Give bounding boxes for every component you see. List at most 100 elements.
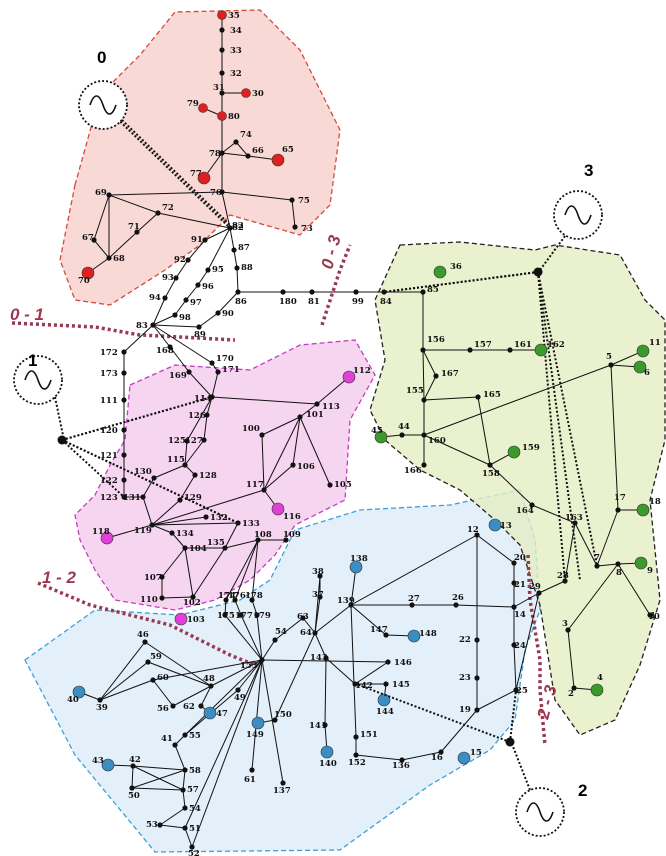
branch-line — [123, 324, 154, 353]
branch-line — [596, 509, 619, 567]
bus-number-label: 28 — [557, 571, 569, 581]
bus-node — [474, 707, 480, 713]
bus-node — [157, 822, 163, 828]
branch-line — [151, 516, 207, 526]
bus-number-label: 60 — [157, 673, 169, 683]
branch-line — [174, 744, 186, 771]
branch-line — [299, 416, 331, 486]
generator-tie-line — [509, 689, 517, 743]
branch-line — [99, 679, 154, 701]
bus-number-label: 149 — [246, 730, 264, 740]
bus-number-label: 8 — [616, 568, 622, 578]
bus-number-label: 23 — [459, 673, 471, 683]
bus-number-label: 151 — [360, 730, 378, 740]
bus-node — [182, 825, 188, 831]
bus-number-label: 76 — [210, 188, 222, 198]
bus-node — [81, 266, 95, 280]
branch-line — [175, 259, 189, 279]
bus-node — [634, 556, 648, 570]
bus-node — [399, 432, 405, 438]
branch-line — [235, 141, 249, 157]
bus-number-label: 120 — [100, 426, 118, 436]
branch-line — [147, 661, 212, 687]
generator-tie-line — [537, 271, 598, 567]
bus-number-label: 103 — [187, 615, 205, 625]
bus-number-label: 63 — [297, 612, 309, 622]
bus-number-label: 123 — [100, 493, 118, 503]
branch-line — [171, 532, 186, 549]
bus-number-label: 115 — [167, 455, 185, 465]
bus-node — [474, 675, 480, 681]
bus-number-label: 155 — [406, 386, 424, 396]
branch-line — [538, 580, 566, 594]
bus-number-label: 4 — [597, 673, 603, 683]
branch-line — [350, 604, 357, 738]
bus-number-label: 140 — [319, 759, 337, 769]
bus-number-label: 26 — [452, 593, 464, 603]
branch-line — [423, 434, 491, 466]
bus-number-label: 109 — [283, 530, 301, 540]
branch-line — [132, 765, 184, 791]
bus-number-label: 30 — [252, 89, 264, 99]
bus-node — [433, 265, 447, 279]
branch-line — [151, 522, 239, 526]
bus-node — [101, 758, 115, 772]
bus-number-label: 128 — [199, 471, 217, 481]
bus-number-label: 13 — [500, 521, 512, 531]
bus-node — [399, 757, 405, 763]
bus-number-label: 132 — [210, 513, 228, 523]
bus-number-label: 98 — [179, 313, 191, 323]
branch-line — [574, 522, 598, 567]
bus-number-label: 59 — [150, 652, 162, 662]
bus-node — [149, 522, 155, 528]
branch-line — [251, 599, 258, 616]
branch-line — [164, 277, 177, 299]
bus-node — [255, 537, 261, 543]
bus-node — [150, 677, 156, 683]
tie-line-0-1 — [11, 321, 236, 342]
bus-number-label: 145 — [392, 680, 410, 690]
branch-line — [423, 396, 479, 401]
bus-node — [259, 657, 265, 663]
branch-line — [261, 434, 265, 491]
bus-node — [259, 432, 265, 438]
bus-number-label: 138 — [350, 554, 368, 564]
bus-node — [195, 282, 201, 288]
branch-line — [564, 522, 576, 582]
bus-node — [633, 360, 647, 374]
branch-line — [513, 592, 540, 608]
bus-number-label: 35 — [228, 11, 240, 21]
bus-number-label: 118 — [92, 527, 110, 537]
bus-node — [353, 752, 359, 758]
branch-line — [233, 249, 238, 269]
bus-node — [474, 637, 480, 643]
branch-line — [423, 375, 437, 401]
bus-node — [511, 642, 517, 648]
branch-line — [261, 659, 389, 663]
bus-number-label: 27 — [408, 594, 420, 604]
bus-number-label: 69 — [95, 188, 107, 198]
branch-line — [184, 827, 193, 848]
bus-node — [383, 632, 389, 638]
bus-node — [182, 545, 188, 551]
branch-line — [198, 312, 219, 328]
bus-number-label: 34 — [230, 26, 242, 36]
branch-line — [515, 592, 540, 691]
bus-number-label: 167 — [441, 369, 459, 379]
branch-line — [184, 547, 194, 598]
branch-line — [251, 539, 259, 601]
branch-line — [299, 403, 318, 418]
bus-number-label: 153 — [240, 661, 258, 671]
branch-line — [211, 396, 318, 405]
bus-number-label: 107 — [144, 573, 162, 583]
bus-number-label: 53 — [146, 820, 158, 830]
bus-number-label: 17 — [614, 493, 626, 503]
tie-label: 0 - 1 — [10, 305, 44, 324]
branch-line — [191, 659, 263, 848]
branch-line — [261, 659, 284, 784]
branch-line — [476, 689, 517, 711]
branch-line — [596, 563, 619, 567]
bus-number-label: 92 — [174, 255, 186, 265]
generator-label: 1 — [28, 351, 37, 370]
bus-node — [353, 289, 359, 295]
